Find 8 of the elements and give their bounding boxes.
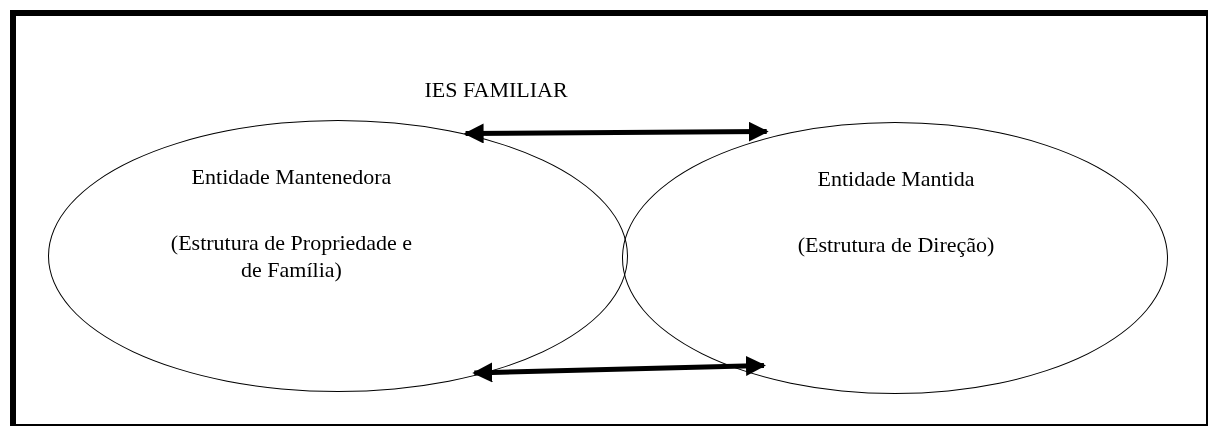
node-heading: Entidade Mantenedora [190, 163, 393, 190]
node-heading: Entidade Mantida [816, 165, 976, 192]
frame-label: IES FAMILIAR [423, 76, 569, 103]
frame-box [10, 10, 1208, 426]
node-text: (Estrutura de Propriedade e de Família) [169, 229, 414, 283]
double-arrow [463, 121, 769, 144]
node-text: (Estrutura de Direção) [796, 231, 996, 258]
double-arrow [472, 355, 766, 383]
